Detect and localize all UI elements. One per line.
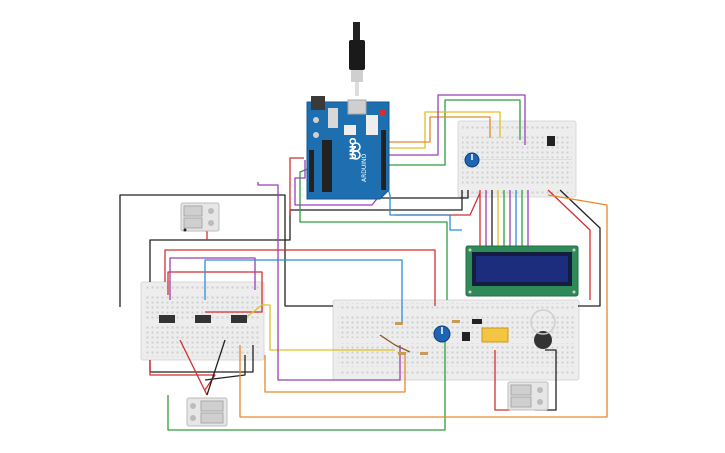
arduino-brand-text: UNO	[349, 137, 359, 160]
wire-black-1	[119, 194, 333, 307]
arduino-logo-text: ARDUINO	[361, 153, 368, 182]
battery-pack-top-left[interactable]	[180, 202, 220, 232]
wire-blue-2	[384, 179, 462, 231]
arduino-board[interactable]: ARDUINO UNO	[306, 22, 390, 200]
ic-chip-1[interactable]	[159, 315, 175, 323]
battery-pack-bottom-right[interactable]	[507, 381, 549, 411]
wires	[119, 94, 608, 431]
wire-black-3	[559, 189, 601, 307]
wire-yellow-2	[239, 304, 395, 351]
wire-orange-3	[264, 355, 406, 393]
wire-orange-2	[385, 116, 491, 143]
resistor-2[interactable]	[452, 320, 460, 323]
wire-red-8	[167, 271, 263, 313]
wire-blue-1	[204, 259, 403, 322]
wire-black-6	[204, 355, 246, 381]
lcd-display[interactable]	[465, 245, 579, 297]
sensor-top[interactable]	[547, 136, 555, 146]
wire-black-2	[149, 190, 463, 282]
wire-orange-1	[239, 194, 608, 418]
relay-module[interactable]	[481, 327, 509, 343]
lcd-wire-bundle	[479, 190, 529, 246]
usb-cable[interactable]	[353, 22, 360, 40]
wire-red-7	[494, 350, 510, 411]
wire-red-6	[149, 360, 216, 391]
wire-yellow-1	[385, 111, 501, 149]
wire-purple-2	[385, 94, 526, 156]
ic-chip-3[interactable]	[231, 315, 247, 323]
potentiometer-main[interactable]	[433, 325, 451, 343]
resistor-4[interactable]	[420, 352, 428, 355]
transistor[interactable]	[462, 332, 470, 341]
wire-red-2	[289, 157, 304, 215]
sensor-main[interactable]	[472, 319, 482, 324]
wire-green-3	[382, 99, 521, 166]
wire-purple-4	[294, 160, 381, 206]
wire-green-2	[299, 167, 448, 300]
battery-pack-bottom-left[interactable]	[186, 397, 228, 427]
wire-red-4	[547, 189, 591, 300]
wire-brown-1	[379, 334, 411, 353]
wire-purple-3	[169, 257, 256, 300]
breadboard-main[interactable]	[332, 299, 580, 381]
resistor-3[interactable]	[398, 352, 406, 355]
wire-green-1	[167, 330, 446, 431]
wire-purple-1	[257, 182, 401, 381]
wire-red-diag	[179, 339, 208, 396]
resistor-1[interactable]	[395, 322, 403, 325]
servo-motor[interactable]	[530, 309, 556, 349]
wire-black-diag	[206, 339, 226, 396]
breadboard-left[interactable]	[140, 281, 265, 361]
ic-chip-2[interactable]	[195, 315, 211, 323]
potentiometer-top[interactable]	[464, 152, 480, 168]
infinity-logo-icon	[351, 142, 361, 160]
wire-black-7	[379, 170, 469, 199]
wire-red-1	[164, 249, 436, 306]
